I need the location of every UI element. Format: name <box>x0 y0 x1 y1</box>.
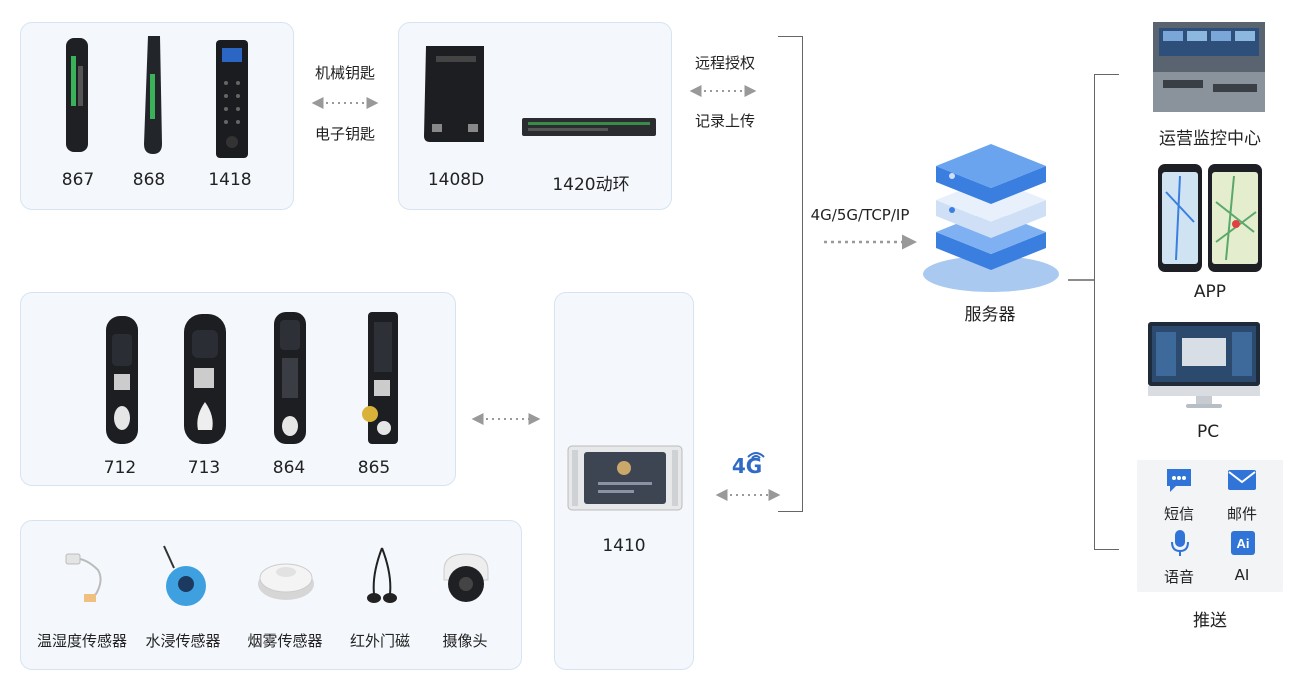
lock-712-label: 712 <box>103 458 137 478</box>
ops-center-image <box>1153 22 1265 112</box>
email-icon <box>1228 470 1256 490</box>
microphone-icon <box>1171 530 1189 556</box>
controller-1408d-label: 1408D <box>427 170 485 190</box>
lock-864-label: 864 <box>272 458 306 478</box>
gateway-1410-image <box>567 445 683 511</box>
lock-713-label: 713 <box>187 458 221 478</box>
sms-icon <box>1167 469 1191 492</box>
controller-1408d-image <box>424 46 484 142</box>
controller-1420-label: 1420动环 <box>552 175 630 195</box>
app-phones-image <box>1158 164 1262 272</box>
electronic-key-label: 电子钥匙 <box>314 125 375 143</box>
camera-image <box>443 553 489 602</box>
remote-link-arrow <box>689 85 757 97</box>
sensor-temp-humidity-label: 温湿度传感器 <box>36 632 127 650</box>
key-1418-image <box>216 40 248 158</box>
sensor-ir-door-label: 红外门磁 <box>349 632 410 650</box>
push-ai-label: AI <box>1234 566 1250 584</box>
ai-icon: Ai <box>1231 531 1255 555</box>
app-label: APP <box>1193 282 1227 302</box>
cellular-4g-label: 4G <box>731 454 763 478</box>
sensor-smoke-label: 烟雾传感器 <box>247 632 323 650</box>
smoke-sensor-image <box>258 563 314 600</box>
temp-humidity-sensor-image <box>65 553 102 602</box>
svg-text:Ai: Ai <box>1237 536 1250 551</box>
sensor-camera-label: 摄像头 <box>442 632 488 650</box>
mechanical-key-label: 机械钥匙 <box>314 64 375 82</box>
server-output-line <box>1068 279 1094 281</box>
push-voice-label: 语音 <box>1163 568 1194 586</box>
cellular-link-arrow <box>715 489 781 501</box>
input-bracket <box>778 36 803 512</box>
push-sms-label: 短信 <box>1163 505 1194 523</box>
water-sensor-image <box>163 545 206 606</box>
server-label: 服务器 <box>964 305 1016 325</box>
pc-monitor-image <box>1148 322 1260 408</box>
controller-1420-image <box>522 118 656 136</box>
push-title: 推送 <box>1193 611 1227 631</box>
lock-link-arrow <box>471 413 541 425</box>
lock-712-image <box>106 316 138 444</box>
output-bracket <box>1094 74 1119 550</box>
gateway-1410-label: 1410 <box>602 536 646 556</box>
key-868-image <box>144 36 162 154</box>
key-868-label: 868 <box>132 170 166 190</box>
protocols-label: 4G/5G/TCP/IP <box>810 206 910 224</box>
push-email-label: 邮件 <box>1226 505 1257 523</box>
push-panel <box>1137 460 1283 592</box>
ir-door-sensor-image <box>367 547 397 603</box>
lock-865-label: 865 <box>357 458 391 478</box>
key-1418-label: 1418 <box>208 170 252 190</box>
lock-864-image <box>274 312 306 444</box>
protocol-arrow <box>824 234 917 250</box>
key-867-image <box>66 38 88 152</box>
server-icon <box>923 144 1059 292</box>
lock-865-image <box>362 312 398 444</box>
signal-icon <box>747 452 765 459</box>
record-upload-label: 记录上传 <box>694 112 755 130</box>
lock-713-image <box>184 314 226 444</box>
key-link-arrow <box>311 97 379 109</box>
ops-center-label: 运营监控中心 <box>1159 129 1261 149</box>
pc-label: PC <box>1196 422 1220 442</box>
remote-auth-label: 远程授权 <box>694 54 755 72</box>
key-867-label: 867 <box>61 170 95 190</box>
sensor-water-label: 水浸传感器 <box>145 632 221 650</box>
